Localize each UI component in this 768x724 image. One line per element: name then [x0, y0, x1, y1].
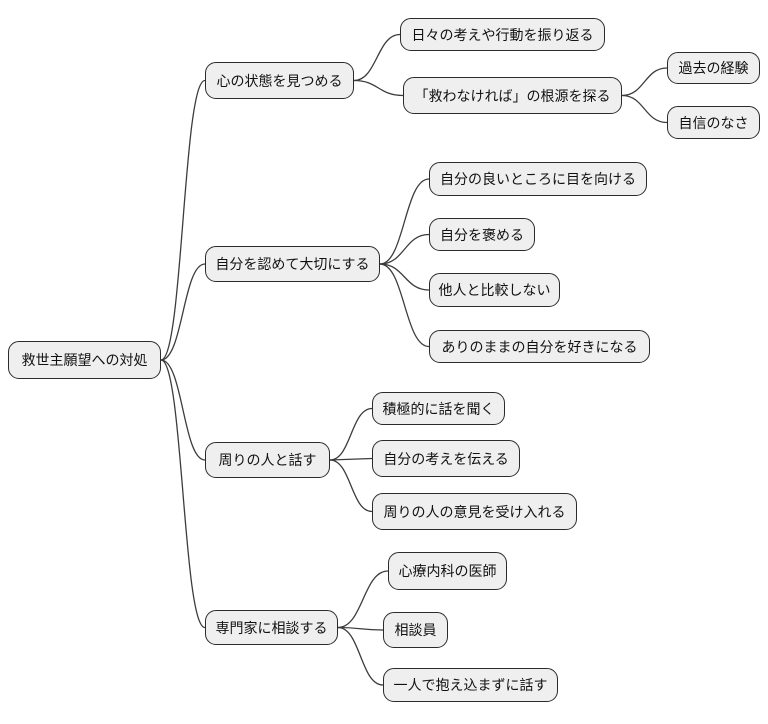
node-lack-confidence[interactable]: 自信のなさ — [667, 106, 760, 139]
node-psychosomatic-doctor[interactable]: 心療内科の医師 — [388, 552, 507, 590]
edge-n2-n2a — [379, 178, 430, 265]
node-like-yourself-label: ありのままの自分を好きになる — [441, 338, 638, 355]
node-observe-mind[interactable]: 心の状態を見つめる — [205, 62, 354, 99]
node-reflect-daily-label: 日々の考えや行動を振り返る — [411, 26, 594, 43]
edge-n2-n2d — [379, 263, 430, 348]
node-past-experience-label: 過去の経験 — [678, 60, 749, 76]
edge-n4-n4c — [337, 626, 384, 686]
node-past-experience[interactable]: 過去の経験 — [667, 52, 760, 84]
node-observe-mind-label: 心の状態を見つめる — [216, 72, 343, 89]
node-accept-opinions-label: 周りの人の意見を受け入れる — [383, 503, 566, 520]
edge-n3-n3a — [329, 407, 373, 461]
edge-n1b-n1b2 — [621, 94, 668, 124]
edge-n2-n2c — [379, 263, 430, 291]
node-convey-thoughts[interactable]: 自分の考えを伝える — [372, 440, 520, 477]
edge-n3-n3c — [329, 459, 373, 513]
node-accept-self[interactable]: 自分を認めて大切にする — [205, 246, 380, 282]
node-consult-expert-label: 専門家に相談する — [215, 619, 328, 636]
edge-root-n3 — [160, 359, 206, 461]
edge-n1-n1b — [353, 79, 404, 97]
edge-n1-n1a — [353, 33, 401, 82]
node-praise-self-label: 自分を褒める — [440, 226, 524, 243]
node-explore-roots[interactable]: 「救わなければ」の根源を探る — [403, 77, 622, 114]
node-counselor-label: 相談員 — [394, 622, 437, 638]
node-talk-with-others-label: 周りの人と話す — [218, 452, 317, 468]
node-focus-good-points-label: 自分の良いところに目を向ける — [440, 171, 636, 187]
edge-root-n1 — [160, 79, 206, 361]
node-accept-self-label: 自分を認めて大切にする — [215, 256, 370, 272]
node-dont-bottle-up-label: 一人で抱え込まずに話す — [393, 677, 548, 693]
node-talk-with-others[interactable]: 周りの人と話す — [205, 442, 330, 478]
node-listen-actively-label: 積極的に話を聞く — [382, 400, 495, 417]
node-root[interactable]: 救世主願望への対処 — [8, 341, 161, 379]
edge-n4-n4a — [337, 570, 389, 629]
node-reflect-daily[interactable]: 日々の考えや行動を振り返る — [400, 18, 605, 51]
node-listen-actively[interactable]: 積極的に話を聞く — [372, 392, 505, 425]
edge-root-n4 — [160, 359, 206, 629]
node-consult-expert[interactable]: 専門家に相談する — [205, 610, 338, 645]
node-root-label: 救世主願望への対処 — [21, 352, 148, 368]
node-no-comparison[interactable]: 他人と比較しない — [429, 273, 560, 307]
edge-root-n2 — [160, 263, 206, 361]
node-focus-good-points[interactable]: 自分の良いところに目を向ける — [429, 162, 647, 196]
node-psychosomatic-doctor-label: 心療内科の医師 — [398, 563, 497, 579]
edge-n4-n4b — [337, 626, 384, 631]
node-counselor[interactable]: 相談員 — [383, 612, 448, 648]
edge-n1b-n1b1 — [621, 67, 668, 97]
node-praise-self[interactable]: 自分を褒める — [429, 218, 535, 251]
node-lack-confidence-label: 自信のなさ — [678, 114, 749, 131]
node-convey-thoughts-label: 自分の考えを伝える — [383, 450, 509, 467]
node-no-comparison-label: 他人と比較しない — [438, 282, 551, 298]
node-dont-bottle-up[interactable]: 一人で抱え込まずに話す — [383, 668, 558, 702]
node-explore-roots-label: 「救わなければ」の根源を探る — [414, 87, 611, 104]
edge-n3-n3b — [329, 457, 373, 461]
node-like-yourself[interactable]: ありのままの自分を好きになる — [429, 330, 650, 363]
node-accept-opinions[interactable]: 周りの人の意見を受け入れる — [372, 493, 577, 530]
edge-n2-n2b — [379, 233, 430, 265]
